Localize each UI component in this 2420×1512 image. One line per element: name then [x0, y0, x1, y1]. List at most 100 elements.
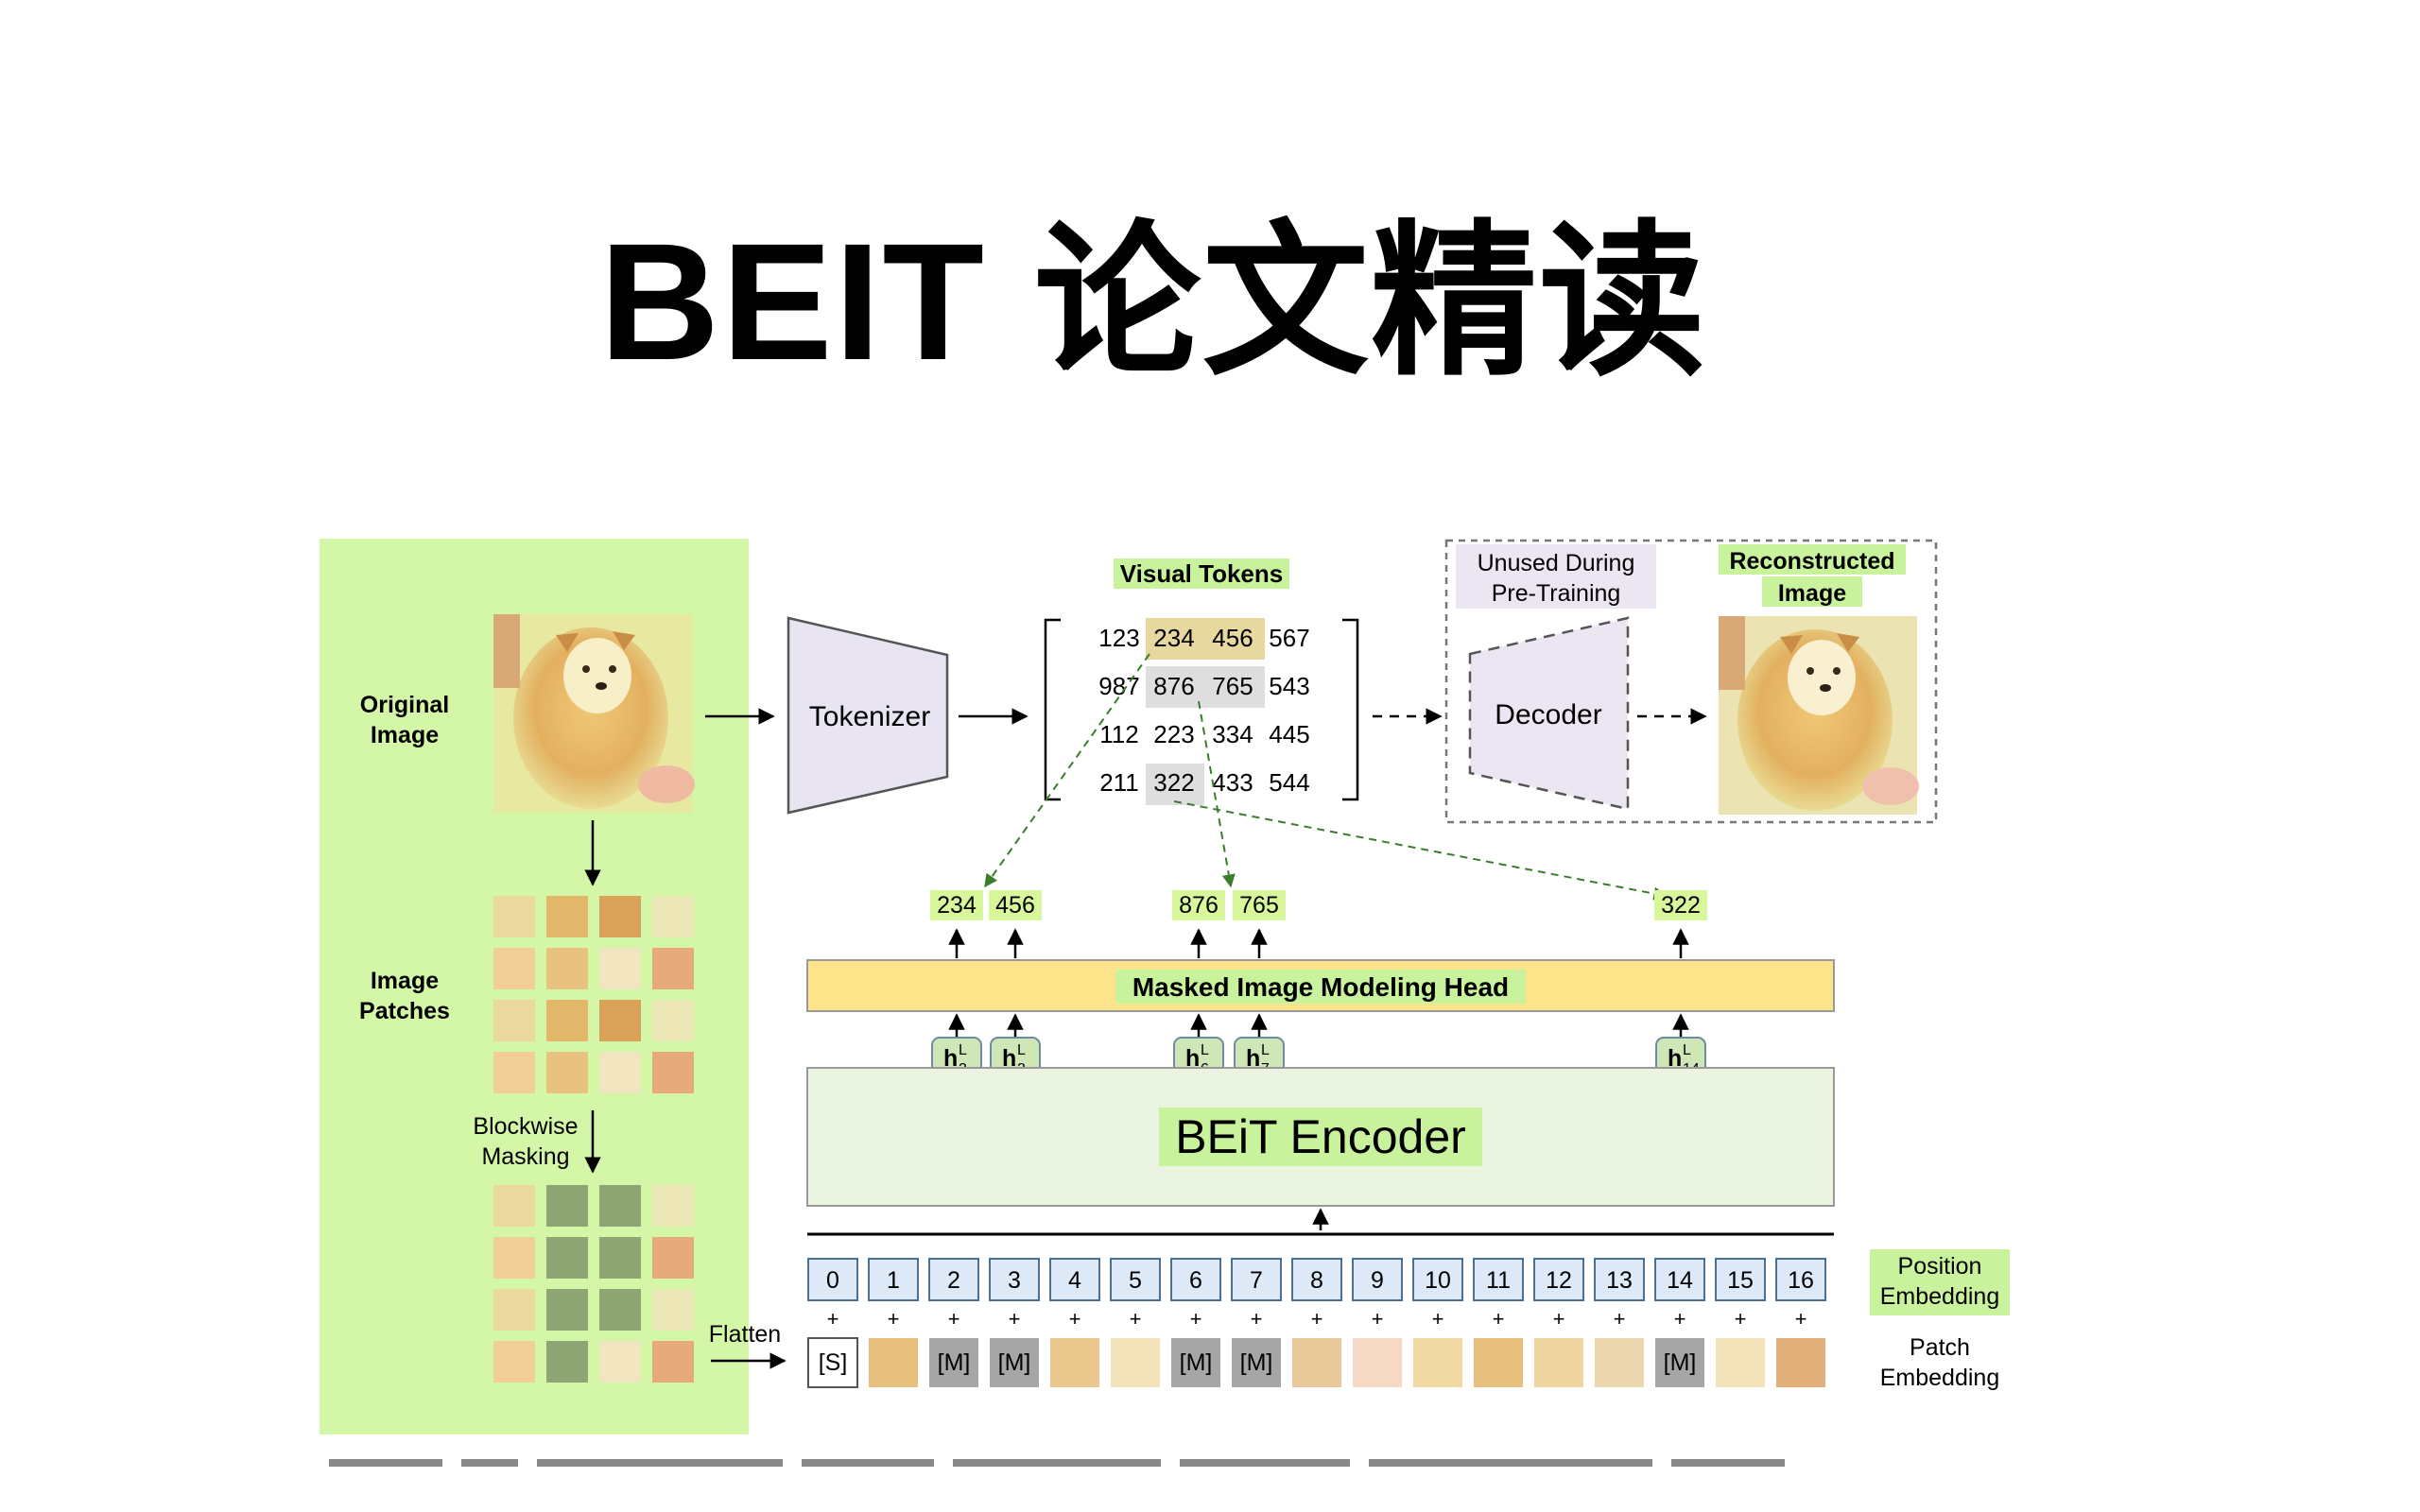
- plus-sign: +: [1251, 1307, 1263, 1331]
- hidden-state-sup: L: [1261, 1042, 1270, 1058]
- plus-sign: +: [1735, 1307, 1747, 1331]
- plus-sign: +: [1432, 1307, 1444, 1331]
- patch-token: [1716, 1338, 1765, 1387]
- masked-token: [1171, 1338, 1220, 1387]
- unused-label-bg: [1456, 544, 1656, 609]
- position-embedding-box: [1654, 1258, 1705, 1301]
- position-embedding-label-bg: [1870, 1249, 2010, 1315]
- visual-tokens-title: Visual Tokens: [1120, 559, 1283, 588]
- visual-token-cell: 123: [1098, 624, 1139, 652]
- decoder-block: [1468, 616, 1630, 811]
- masked-token: [929, 1338, 978, 1387]
- visible-patch: [652, 1185, 694, 1227]
- plus-sign: +: [827, 1307, 839, 1331]
- masked-patch: [599, 1237, 641, 1279]
- hidden-state-sup: L: [1017, 1042, 1026, 1058]
- hidden-state-sup: L: [1201, 1042, 1209, 1058]
- masked-patch: [546, 1289, 588, 1331]
- patch-token: [1050, 1338, 1099, 1387]
- tokenizer-block: [786, 616, 949, 815]
- hidden-state-sup: L: [1683, 1042, 1691, 1058]
- image-patch: [599, 948, 641, 989]
- original-image: [493, 614, 695, 813]
- masked-token: [990, 1338, 1039, 1387]
- image-patch: [599, 1052, 641, 1093]
- visual-token-cell: 112: [1099, 720, 1138, 748]
- plus-row: +++++++++++++++++: [827, 1307, 1807, 1331]
- token-highlight-row1: [1146, 618, 1265, 660]
- visible-patch: [652, 1289, 694, 1331]
- patch-embedding-label-1: Patch: [1910, 1334, 1970, 1361]
- position-embedding-label-1: Position: [1898, 1253, 1982, 1280]
- masked-token: [1655, 1338, 1704, 1387]
- plus-sign: +: [1311, 1307, 1323, 1331]
- position-index: 12: [1546, 1267, 1572, 1294]
- visible-patch: [493, 1237, 535, 1279]
- plus-sign: +: [1130, 1307, 1142, 1331]
- plus-sign: +: [1674, 1307, 1686, 1331]
- prediction-links: [984, 653, 1668, 901]
- token-highlight-row4: [1146, 764, 1204, 805]
- start-token: [807, 1337, 858, 1388]
- image-patch: [599, 896, 641, 937]
- reconstructed-label-1: Reconstructed: [1729, 548, 1894, 575]
- masked-patch: [546, 1341, 588, 1383]
- masked-patch: [599, 1289, 641, 1331]
- predicted-token: 322: [1661, 892, 1701, 919]
- visible-patch: [652, 1341, 694, 1383]
- hidden-state-label: h: [1002, 1045, 1016, 1072]
- image-patch: [546, 1000, 588, 1041]
- hidden-state-label: h: [1668, 1045, 1682, 1072]
- patch-token-label: [M]: [998, 1349, 1031, 1376]
- position-embedding-box: [1291, 1258, 1342, 1301]
- visible-patch: [652, 1237, 694, 1279]
- position-embedding-box: [1231, 1258, 1282, 1301]
- decoder-dashed-frame: [1444, 539, 1938, 824]
- predicted-token: 765: [1239, 892, 1279, 919]
- visual-token-cell: 334: [1212, 720, 1253, 748]
- visual-token-cell: 445: [1269, 720, 1309, 748]
- patch-token: [1413, 1338, 1462, 1387]
- patch-token-label: [S]: [819, 1349, 848, 1376]
- image-patch: [546, 1052, 588, 1093]
- token-highlight-row2: [1146, 666, 1265, 708]
- patch-token: [1776, 1338, 1825, 1387]
- patch-token: [869, 1338, 918, 1387]
- position-index: 10: [1425, 1267, 1451, 1294]
- image-patch: [493, 1052, 535, 1093]
- image-patch: [546, 896, 588, 937]
- visual-token-cell: 433: [1212, 768, 1253, 797]
- patch-token: [1595, 1338, 1644, 1387]
- patch-token: [1292, 1338, 1341, 1387]
- visual-token-cell: 211: [1099, 768, 1138, 797]
- position-embedding-box: [1533, 1258, 1584, 1301]
- predicted-token-bg: [989, 890, 1042, 920]
- image-patch: [599, 1000, 641, 1041]
- predicted-token-bg: [1654, 890, 1707, 920]
- plus-sign: +: [1493, 1307, 1505, 1331]
- image-patches-label-2: Patches: [359, 998, 450, 1024]
- visible-patch: [599, 1341, 641, 1383]
- position-index: 2: [947, 1267, 960, 1294]
- visual-token-cell: 765: [1212, 672, 1253, 700]
- patch-token-label: [M]: [938, 1349, 971, 1376]
- matrix-right-bracket: [1342, 618, 1359, 801]
- patch-token-label: [M]: [1240, 1349, 1273, 1376]
- predicted-token-bg: [1172, 890, 1225, 920]
- plus-sign: +: [1372, 1307, 1384, 1331]
- patch-token: [1474, 1338, 1523, 1387]
- plus-sign: +: [948, 1307, 960, 1331]
- hidden-state-label: h: [1246, 1045, 1260, 1072]
- position-index: 11: [1486, 1267, 1511, 1294]
- position-embedding-box: [1715, 1258, 1766, 1301]
- plus-sign: +: [1614, 1307, 1626, 1331]
- image-patch: [493, 896, 535, 937]
- position-embedding-label-2: Embedding: [1880, 1283, 1999, 1310]
- position-embedding-box: [989, 1258, 1040, 1301]
- mim-head-label: Masked Image Modeling Head: [1132, 972, 1509, 1002]
- predicted-token: 234: [937, 892, 977, 919]
- position-index: 0: [826, 1267, 839, 1294]
- image-patches-grid: [493, 896, 694, 1093]
- tokenizer-label: Tokenizer: [809, 701, 930, 732]
